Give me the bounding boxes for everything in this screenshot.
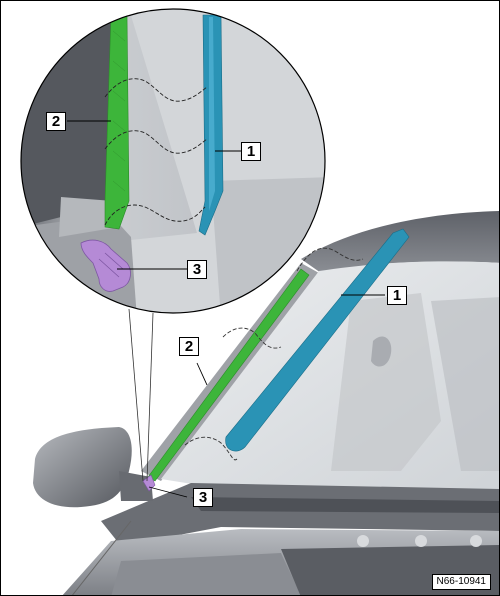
callout-clip-main: 3 bbox=[193, 488, 213, 507]
clip-main bbox=[142, 474, 156, 492]
reference-code: N66-10941 bbox=[431, 574, 491, 590]
leader-lines-zoom bbox=[67, 120, 241, 270]
callout-trim-strip-main: 1 bbox=[387, 286, 407, 305]
break-lines-main bbox=[184, 247, 364, 461]
clip-zoom bbox=[80, 239, 131, 292]
leader-lines-main bbox=[148, 294, 385, 498]
callout-seal-strip-main: 2 bbox=[179, 337, 199, 356]
zoom-connector-lines bbox=[128, 308, 154, 482]
detail-magnifier bbox=[20, 8, 326, 314]
break-lines-zoom bbox=[104, 78, 208, 226]
trim-strip-main bbox=[225, 228, 410, 452]
callout-seal-strip-zoom: 2 bbox=[46, 112, 66, 131]
callout-clip-zoom: 3 bbox=[187, 260, 207, 279]
callout-trim-strip-zoom: 1 bbox=[241, 142, 261, 161]
